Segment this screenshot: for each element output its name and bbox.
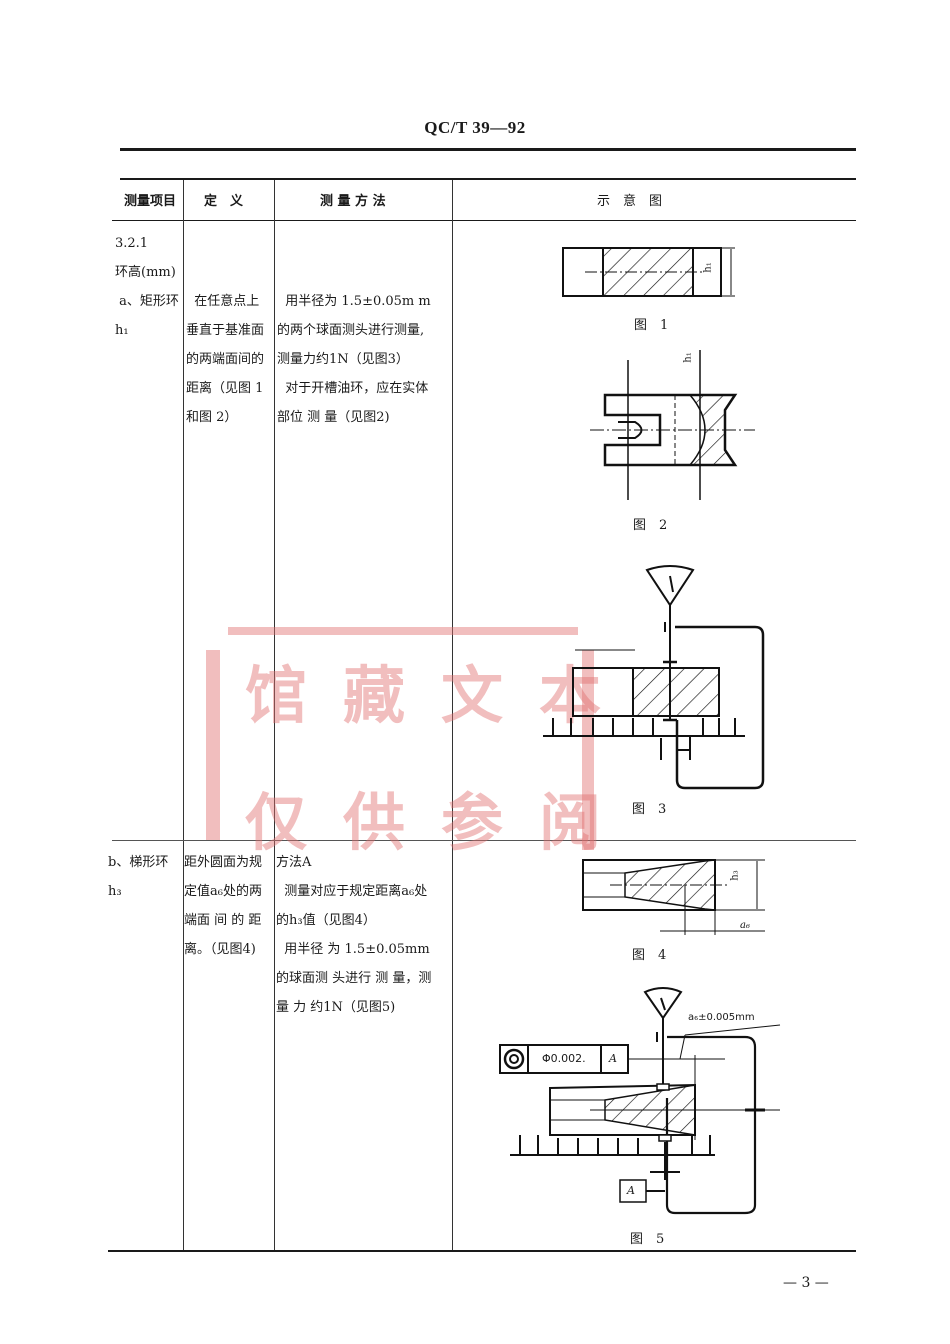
page-number: — 3 — bbox=[783, 1275, 829, 1291]
figure-5-datum-ref: A bbox=[609, 1052, 617, 1065]
method-line: 用半径为 1.5±0.05m m bbox=[277, 294, 431, 309]
concentricity-icon bbox=[503, 1048, 525, 1070]
figure-4-dim-h: h₃ bbox=[729, 870, 741, 881]
column-header-figure: 示 意 图 bbox=[597, 194, 663, 209]
column-divider bbox=[274, 180, 275, 1250]
figure-4-caption: 图 4 bbox=[632, 948, 667, 963]
method-line: 测量力约1N（见图3） bbox=[277, 352, 409, 367]
item-line: 环高(mm) bbox=[115, 265, 176, 280]
definition-line: 端面 间 的 距 bbox=[184, 913, 262, 928]
figure-2-dim-label: h₁ bbox=[682, 352, 694, 363]
tolerance-frame bbox=[499, 1044, 629, 1074]
standard-code: QC/T 39—92 bbox=[424, 118, 526, 137]
definition-line: 离。（见图4) bbox=[184, 942, 256, 957]
figure-2-caption: 图 2 bbox=[633, 518, 668, 533]
figure-5-tolerance: a₆±0.005mm bbox=[688, 1012, 755, 1023]
watermark-bar-top bbox=[228, 627, 578, 635]
definition-line: 的两端面间的 bbox=[186, 352, 265, 367]
figure-2-diagram bbox=[590, 350, 755, 500]
section-1-item: 3.2.1 环高(mm) a、矩形环 h₁ bbox=[115, 229, 179, 345]
method-line: 用半径 为 1.5±0.05mm bbox=[276, 942, 430, 957]
definition-line: 和图 2） bbox=[186, 410, 238, 425]
column-divider bbox=[452, 180, 453, 1250]
method-line: 测量对应于规定距离a₆处 bbox=[276, 884, 428, 899]
item-line: a、矩形环 bbox=[115, 294, 179, 309]
column-header-definition: 定 义 bbox=[204, 194, 244, 209]
section-1-definition: 在任意点上 垂直于基准面 的两端面间的 距离（见图 1 和图 2） bbox=[186, 287, 264, 432]
frame-loop bbox=[675, 625, 765, 790]
frame-loop bbox=[665, 1035, 757, 1215]
section-separator bbox=[112, 840, 856, 841]
figure-5-diagram bbox=[499, 987, 781, 1215]
figure-3-caption: 图 3 bbox=[632, 802, 667, 817]
section-2-method: 方法A 测量对应于规定距离a₆处 的h₃值（见图4） 用半径 为 1.5±0.0… bbox=[276, 848, 431, 1022]
table-top-rule bbox=[120, 178, 856, 180]
section-2-item: b、梯形环 h₃ bbox=[108, 848, 168, 906]
header-rule bbox=[120, 148, 856, 151]
method-line: 部位 测 量（见图2) bbox=[277, 410, 390, 425]
dial-gauge-icon bbox=[643, 987, 683, 1020]
method-line: 量 力 约1N（见图5) bbox=[276, 1000, 396, 1015]
watermark-bar-left bbox=[206, 650, 220, 840]
figure-5-tolerance-frame-value: Φ0.002. bbox=[542, 1052, 586, 1065]
item-line: h₁ bbox=[115, 323, 129, 338]
method-line: 的两个球面测头进行测量, bbox=[277, 323, 425, 338]
figure-1-caption: 图 1 bbox=[634, 318, 669, 333]
definition-line: 距离（见图 1 bbox=[186, 381, 264, 396]
definition-line: 垂直于基准面 bbox=[186, 323, 265, 338]
section-2-definition: 距外圆面为规 定值a₆处的两 端面 间 的 距 离。（见图4) bbox=[184, 848, 262, 964]
column-header-item: 测量项目 bbox=[124, 194, 177, 209]
figure-4-dim-a: a₆ bbox=[740, 920, 750, 931]
method-line: 方法A bbox=[276, 855, 312, 870]
figure-1-diagram bbox=[562, 247, 735, 297]
figure-4-diagram bbox=[582, 859, 765, 935]
column-header-method: 测 量 方 法 bbox=[320, 194, 386, 209]
item-line: h₃ bbox=[108, 884, 122, 899]
item-line: 3.2.1 bbox=[115, 236, 149, 251]
method-line: 对于开槽油环，应在实体 bbox=[277, 381, 429, 396]
watermark-line-1: 馆藏文本 bbox=[245, 659, 638, 732]
table-bottom-rule bbox=[108, 1250, 856, 1252]
figure-3-diagram bbox=[543, 565, 765, 790]
item-line: b、梯形环 bbox=[108, 855, 169, 870]
method-line: 的球面测 头进行 测 量，测 bbox=[276, 971, 432, 986]
dial-gauge-icon bbox=[645, 565, 695, 607]
definition-line: 距外圆面为规 bbox=[184, 855, 263, 870]
definition-line: 在任意点上 bbox=[186, 294, 260, 309]
header-bottom-rule bbox=[112, 220, 856, 221]
figure-5-caption: 图 5 bbox=[630, 1232, 665, 1247]
column-divider bbox=[183, 180, 184, 1250]
definition-line: 定值a₆处的两 bbox=[184, 884, 262, 899]
ring-hatched bbox=[632, 667, 720, 717]
watermark-bar-right bbox=[582, 650, 594, 850]
figure-5-datum-box-label: A bbox=[627, 1184, 635, 1197]
figure-1-dim-label: h₁ bbox=[702, 262, 714, 273]
method-line: 的h₃值（见图4） bbox=[276, 913, 376, 928]
ring-plain bbox=[572, 667, 634, 717]
section-1-method: 用半径为 1.5±0.05m m 的两个球面测头进行测量, 测量力约1N（见图3… bbox=[277, 287, 431, 432]
watermark-line-2: 仅供参阅 bbox=[245, 786, 638, 859]
